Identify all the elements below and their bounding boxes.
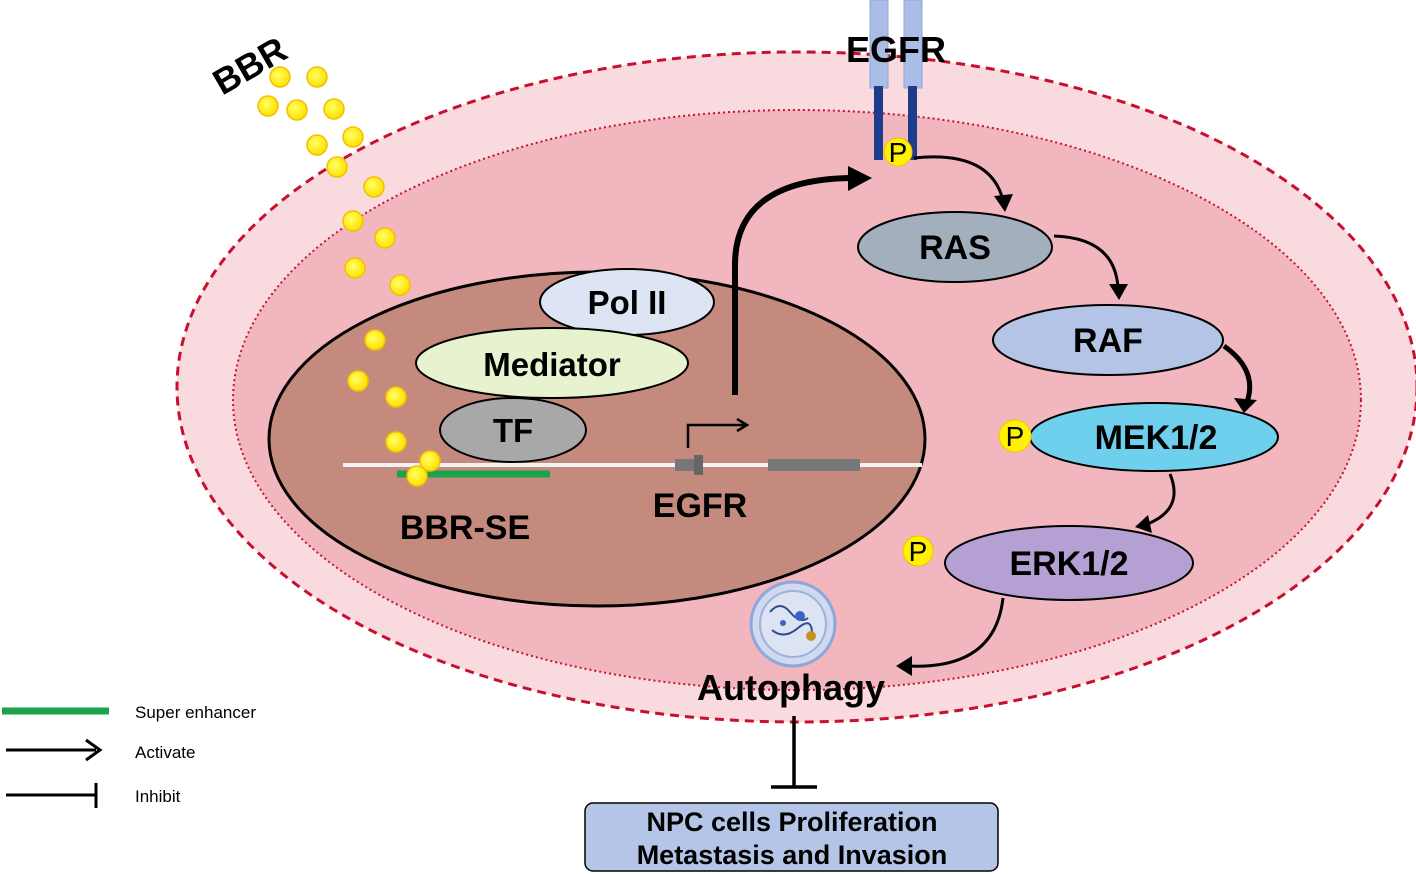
bbr-dot <box>344 257 366 279</box>
egfr-gene-body <box>768 459 860 471</box>
bbr-dot <box>419 450 441 472</box>
autophagosome-inner <box>759 590 827 658</box>
bbr-dot <box>406 465 428 487</box>
cargo-particle-icon <box>780 620 786 626</box>
egfr-receptor-right-transmembrane <box>908 86 917 160</box>
tf-label: TF <box>493 412 533 449</box>
egfr-gene-promoter-mark <box>694 455 703 475</box>
raf-to-mek-arrowhead <box>1234 398 1257 413</box>
mediator-complex <box>415 327 689 399</box>
autophagosome-icon <box>749 580 837 668</box>
legend-super-enhancer-label: Super enhancer <box>135 703 256 722</box>
egfr-to-ras-arrowhead <box>994 194 1013 212</box>
egfr-receptor-left-transmembrane <box>874 86 883 160</box>
mek-to-erk-arrow <box>1144 473 1176 527</box>
legend-inhibit-label: Inhibit <box>135 787 181 806</box>
bbr-dot <box>364 329 386 351</box>
pol2-label: Pol II <box>588 284 667 321</box>
transcription-arrowhead <box>736 417 750 433</box>
legend: Super enhancer Activate Inhibit <box>2 703 256 808</box>
mek-phospho-marker <box>998 419 1032 453</box>
bbr-molecules <box>257 66 441 487</box>
cascade-arrows <box>907 155 1253 668</box>
erk-label: ERK1/2 <box>1009 545 1128 583</box>
erk-phospho-marker <box>902 535 934 567</box>
bbr-dot <box>385 386 407 408</box>
egfr-expression-arrowhead <box>848 166 872 191</box>
bbr-dot <box>342 210 364 232</box>
outcome-line-2: Metastasis and Invasion <box>637 840 948 870</box>
ras-label: RAS <box>919 229 991 267</box>
autophagosome-cargo-icon <box>769 605 813 636</box>
bbr-dot <box>306 66 328 88</box>
outcome-line-1: NPC cells Proliferation <box>646 807 937 837</box>
nucleus: Pol II Mediator TF BBR-SE EGFR <box>267 268 927 608</box>
egfr-receptor: EGFR P <box>846 0 946 168</box>
mediator-label: Mediator <box>483 346 621 383</box>
legend-activate-label: Activate <box>135 743 195 762</box>
erk-to-autophagy-arrow <box>907 597 1005 668</box>
egfr-receptor-label: EGFR <box>846 29 946 70</box>
bbr-se-label: BBR-SE <box>400 509 530 547</box>
bbr-label: BBR <box>206 28 294 103</box>
autophagy-label: Autophagy <box>697 667 885 708</box>
mapk-cascade: RAS RAF MEK1/2 P ERK1/2 P <box>857 211 1279 601</box>
outcome-box <box>584 802 999 872</box>
egfr-to-ras-arrow <box>913 155 1005 201</box>
egfr-phospho-label: P <box>889 137 908 168</box>
cascade-arrowheads <box>896 194 1257 676</box>
erk-to-autophagy-arrowhead <box>896 656 912 676</box>
bbr-dot <box>306 134 328 156</box>
bbr-dot <box>363 176 385 198</box>
ras-to-raf-arrowhead <box>1109 284 1128 300</box>
mek-phospho-label: P <box>1006 421 1025 452</box>
egfr-expression-arrow <box>732 175 851 395</box>
tf-factor <box>439 397 587 463</box>
bbr-dot <box>347 370 369 392</box>
mek-to-erk-arrowhead <box>1135 515 1152 533</box>
egfr-gene-label: EGFR <box>653 487 747 525</box>
erk-node <box>944 525 1194 601</box>
raf-to-mek-arrow <box>1222 343 1253 403</box>
legend-activate-arrowhead <box>85 738 103 762</box>
bbr-dot <box>257 95 279 117</box>
raf-node <box>992 304 1224 376</box>
cargo-particle-icon <box>795 611 805 621</box>
erk-phospho-label: P <box>909 536 928 567</box>
ras-to-raf-arrow <box>1053 234 1120 289</box>
ras-node <box>857 211 1053 283</box>
bbr-dot <box>342 126 364 148</box>
transcription-start-arrow <box>686 423 745 448</box>
mek-label: MEK1/2 <box>1095 419 1218 457</box>
bbr-dot <box>323 98 345 120</box>
bbr-dot <box>374 227 396 249</box>
egfr-phospho-marker <box>883 137 913 167</box>
bbr-dot <box>389 274 411 296</box>
cargo-particle-icon <box>806 631 816 641</box>
bbr-dot <box>286 99 308 121</box>
bbr-dot <box>326 156 348 178</box>
bbr-dot <box>385 431 407 453</box>
raf-label: RAF <box>1073 322 1143 360</box>
bbr-dot <box>269 66 291 88</box>
